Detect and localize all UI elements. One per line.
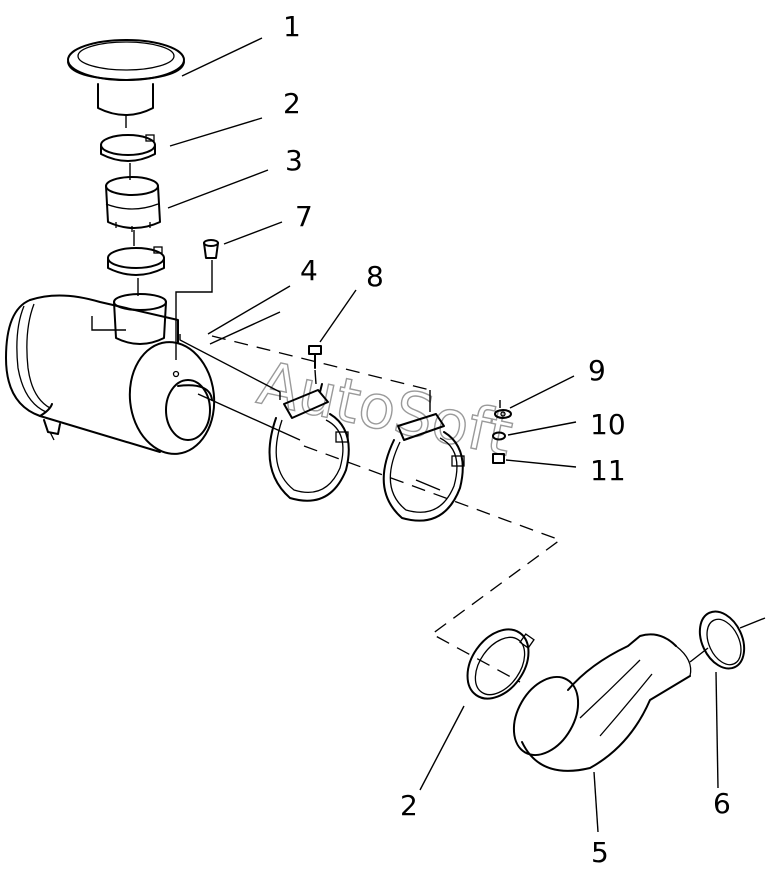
callout-8: 8 [366,260,384,293]
callout-5: 5 [591,836,609,869]
clamp-ring-lower [107,246,165,276]
rain-cap-part-1 [67,39,185,116]
bolt-part-8 [308,345,322,369]
plug-part-7 [203,239,219,259]
leader-2b [419,705,465,791]
leader-10 [507,421,577,436]
callout-4: 4 [300,254,318,287]
callout-9: 9 [588,354,606,387]
connector-sleeve-part-3 [105,176,161,232]
callout-2-upper: 2 [283,87,301,120]
leader-1 [181,37,263,77]
callout-10: 10 [590,408,626,441]
callout-7: 7 [295,200,313,233]
leader-11 [505,459,577,468]
band-clamp-b [382,413,465,522]
leader-8 [319,289,357,343]
nut-part-11 [492,453,505,464]
leader-3 [167,169,269,209]
housing-inlet-neck [113,293,167,345]
leader-6 [715,671,719,789]
elbow-hose-part-5 [512,633,692,772]
band-clamp-a [268,383,350,502]
watermark: AutoSoft [252,348,519,470]
callout-3: 3 [285,144,303,177]
leader-4 [207,285,291,335]
clamp-ring-part-2-lower [466,628,535,700]
callout-11: 11 [590,454,626,487]
leader-7 [223,221,283,245]
callout-2-lower: 2 [400,789,418,822]
leader-5 [593,771,599,833]
lock-washer-part-10 [492,431,506,441]
callout-1: 1 [283,10,301,43]
ring-part-6 [698,610,746,670]
leader-2a [169,117,263,147]
washer-part-9 [494,409,512,419]
air-filter-housing [5,294,216,455]
clamp-ring-part-2-upper [100,134,156,162]
leader-9 [509,375,575,409]
callout-6: 6 [713,787,731,820]
